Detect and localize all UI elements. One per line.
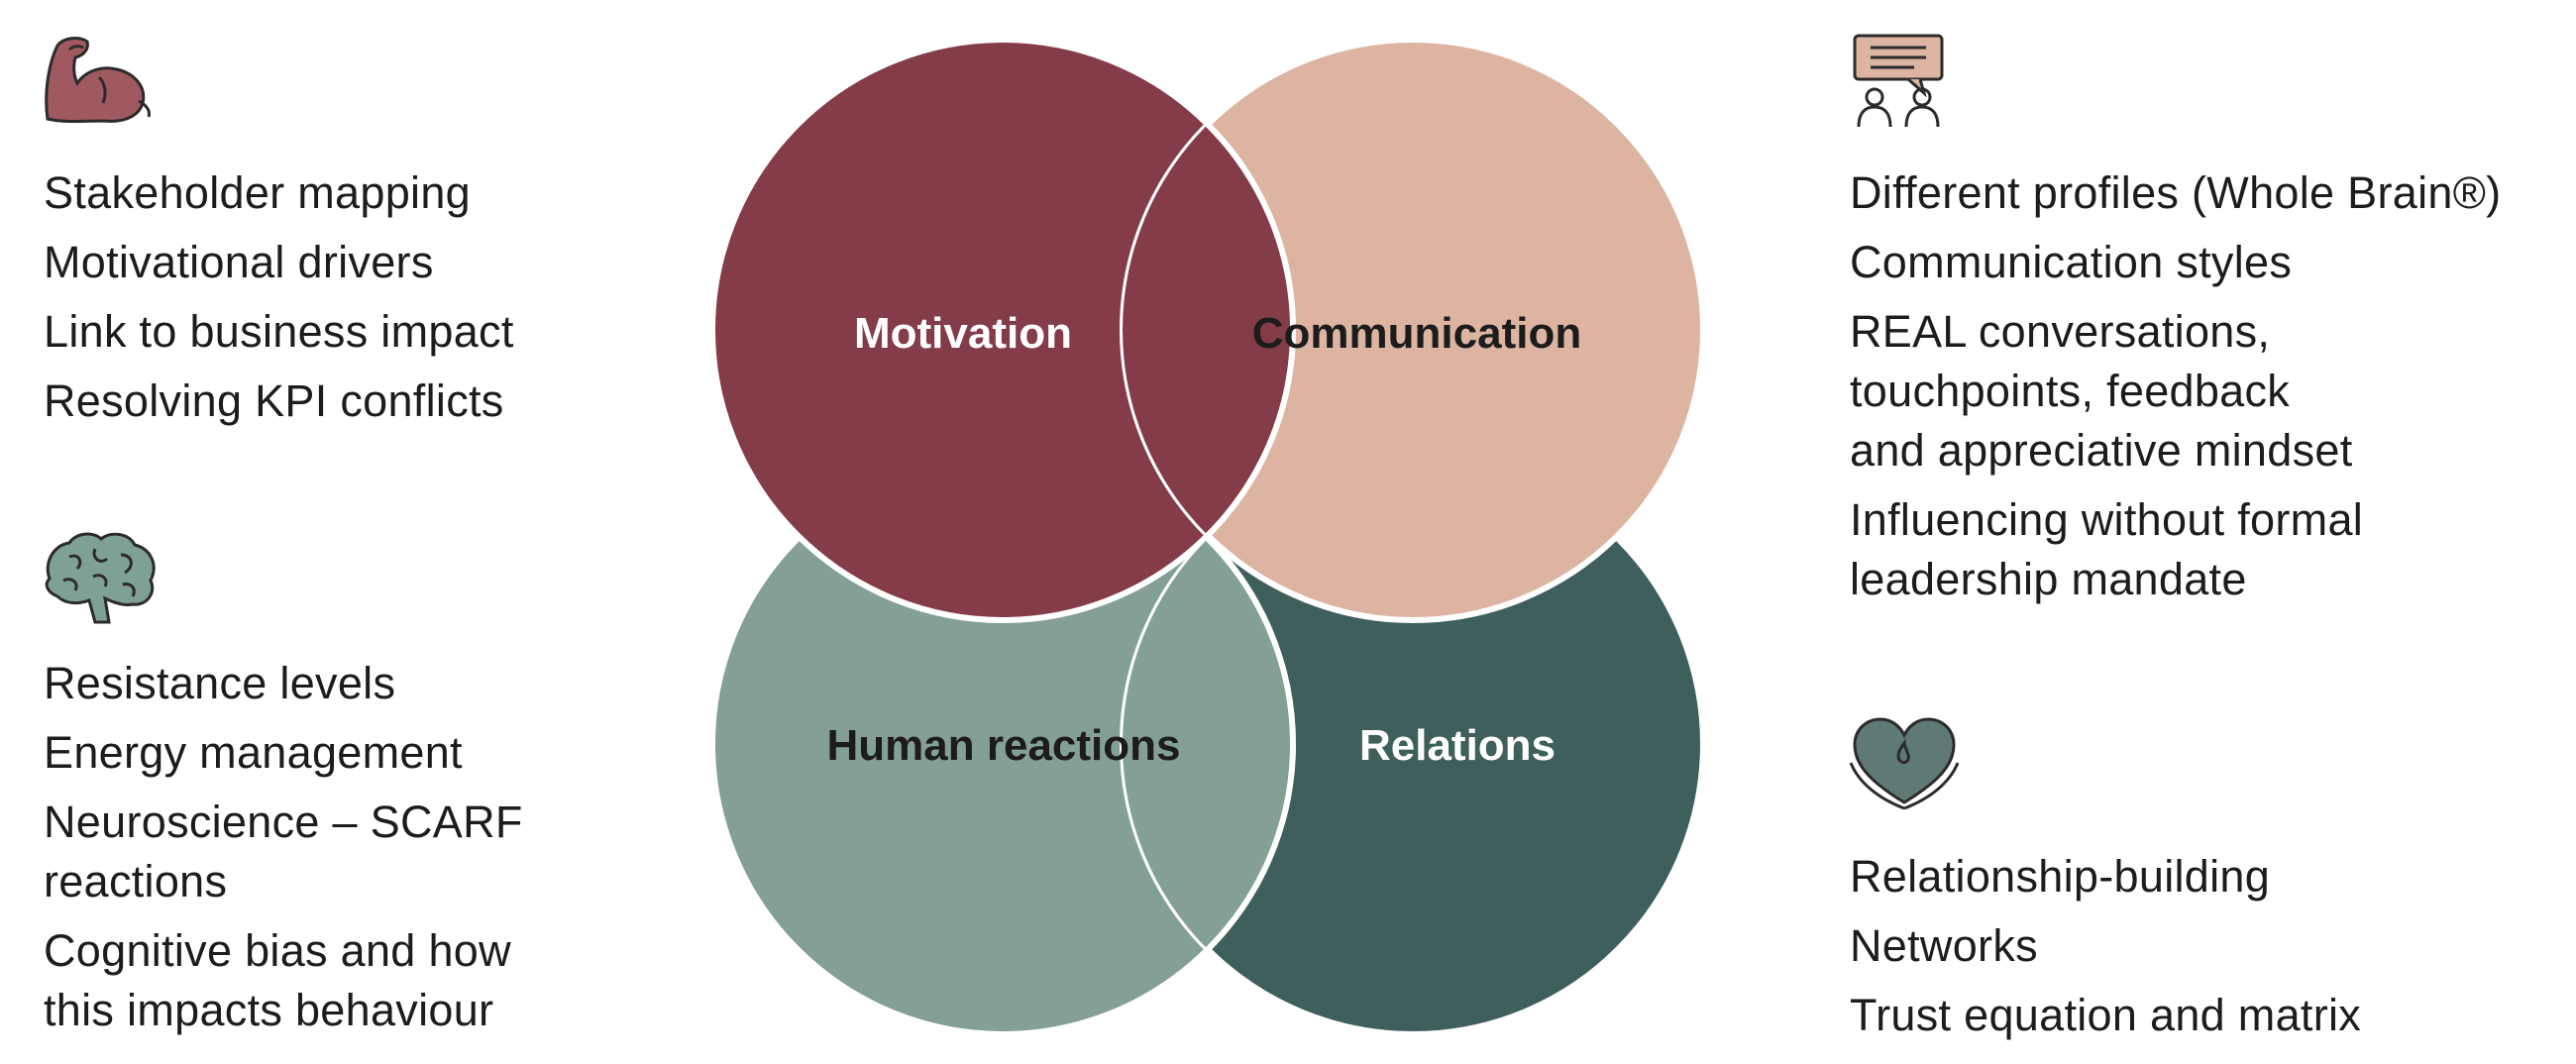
list-item: Networks (1850, 920, 2038, 971)
circle-label-motivation: Motivation (854, 309, 1072, 358)
human-reactions-topics-list: Resistance levels Energy management Neur… (44, 654, 523, 1050)
motivation-topics-list: Stakeholder mapping Motivational drivers… (44, 163, 514, 441)
conversation-icon (1853, 34, 1944, 128)
list-item: Motivational drivers (44, 237, 434, 287)
list-item: Stakeholder mapping (44, 167, 471, 218)
list-item: Trust equation and matrix (1850, 990, 2362, 1040)
list-item: Energy management (44, 727, 463, 778)
list-item: Cognitive bias and how this impacts beha… (44, 925, 511, 1035)
circle-label-communication: Communication (1252, 309, 1581, 358)
list-item: Relationship-building (1850, 851, 2271, 902)
flexed-bicep-icon (45, 37, 151, 123)
list-item: Resolving KPI conflicts (44, 375, 504, 426)
list-item: Neuroscience – SCARF reactions (44, 797, 523, 906)
motivation-overlap-edge (1205, 122, 1296, 538)
circle-label-relations: Relations (1359, 721, 1556, 770)
communication-topics-list: Different profiles (Whole Brain®) Commun… (1850, 163, 2501, 619)
list-item: REAL conversations, touchpoints, feedbac… (1850, 306, 2353, 476)
list-item: Influencing without formal leadership ma… (1850, 494, 2364, 604)
list-item: Link to business impact (44, 306, 514, 357)
circle-label-human-reactions: Human reactions (827, 721, 1181, 770)
brain-icon (45, 532, 156, 624)
list-item: Communication styles (1850, 237, 2293, 287)
heart-icon (1849, 717, 1960, 810)
human-reactions-overlap-edge (1205, 536, 1296, 952)
list-item: Resistance levels (44, 658, 396, 708)
relations-topics-list: Relationship-building Networks Trust equ… (1850, 847, 2361, 1055)
list-item: Different profiles (Whole Brain®) (1850, 167, 2502, 218)
